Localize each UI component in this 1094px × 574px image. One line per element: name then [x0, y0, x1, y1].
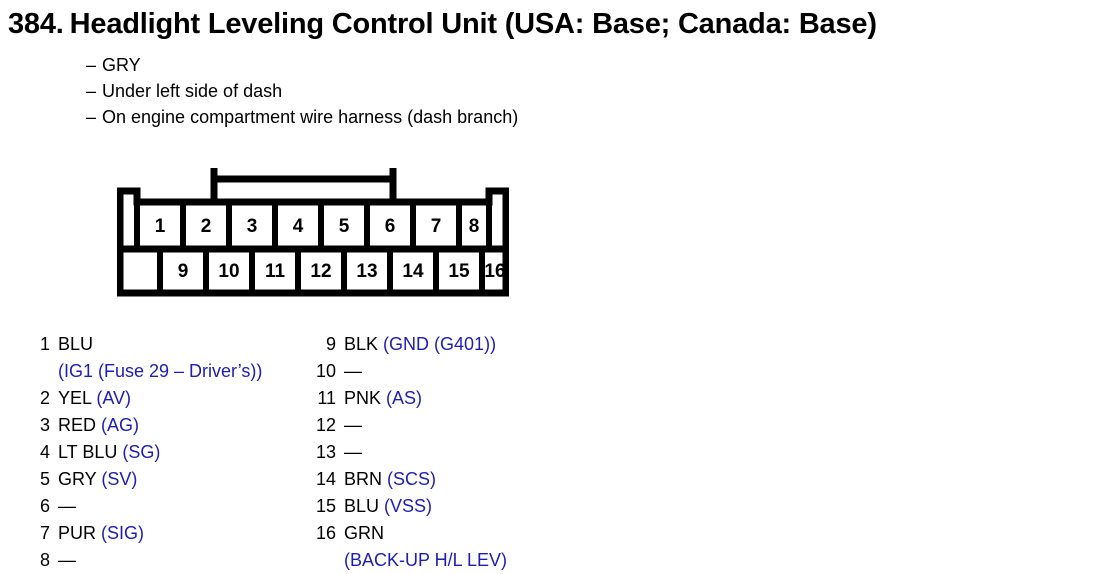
pin-label-15: 15 [448, 261, 470, 282]
wire-color: BRN [344, 469, 383, 489]
pin-entry: 1 BLU [26, 331, 262, 358]
pin-entry-continuation: (BACK-UP H/L LEV) [312, 547, 507, 574]
pin-label-14: 14 [402, 261, 424, 282]
pin-list-left: 1 BLU (IG1 (Fuse 29 – Driver’s)) 2 YEL (… [26, 331, 262, 574]
pin-number: 14 [315, 469, 336, 489]
pin-label-6: 6 [385, 216, 396, 237]
pin-label-4: 4 [293, 216, 304, 237]
wire-color: — [58, 550, 76, 570]
pin-entry: 9 BLK (GND (G401)) [312, 331, 507, 358]
pin-annotation: (SIG) [101, 523, 145, 543]
pin-label-2: 2 [201, 216, 212, 237]
note-text: Under left side of dash [102, 81, 283, 101]
pin-label-12: 12 [310, 261, 331, 282]
pin-entry-continuation: (IG1 (Fuse 29 – Driver’s)) [26, 358, 262, 385]
pin-list-right: 9 BLK (GND (G401)) 10 — 11 PNK (AS) 12 —… [312, 331, 507, 574]
wire-color: — [344, 415, 362, 435]
pin-entry: 2 YEL (AV) [26, 385, 262, 412]
pin-label-13: 13 [356, 261, 377, 282]
pin-annotation: (AS) [386, 388, 423, 408]
pin-label-11: 11 [265, 261, 286, 282]
wire-color: GRN [344, 523, 384, 543]
pin-annotation: (GND (G401)) [383, 334, 497, 354]
pin-number: 2 [39, 388, 50, 408]
pin-number: 9 [325, 334, 336, 354]
note-item: –Under left side of dash [86, 78, 518, 104]
pin-number: 5 [39, 469, 50, 489]
pin-label-9: 9 [178, 261, 189, 282]
note-item: –On engine compartment wire harness (das… [86, 104, 518, 130]
pin-label-1: 1 [155, 216, 166, 237]
wire-color: GRY [58, 469, 97, 489]
wire-color: LT BLU [58, 442, 118, 462]
pin-entry: 14 BRN (SCS) [312, 466, 507, 493]
pin-annotation: (BACK-UP H/L LEV) [344, 550, 508, 570]
note-dash: – [86, 81, 97, 101]
wire-color: RED [58, 415, 97, 435]
pin-entry: 3 RED (AG) [26, 412, 262, 439]
pin-entry: 6 — [26, 493, 262, 520]
pin-label-8: 8 [469, 216, 480, 237]
pin-number: 12 [315, 415, 336, 435]
pin-number: 15 [315, 496, 336, 516]
top-row-separators [134, 202, 492, 249]
connector-diagram: 1 2 3 4 5 6 7 8 9 10 11 12 13 14 15 16 [117, 165, 509, 297]
pin-annotation: (IG1 (Fuse 29 – Driver’s)) [58, 361, 263, 381]
pin-annotation: (SCS) [387, 469, 437, 489]
pin-number: 3 [39, 415, 50, 435]
connector-top-tab [210, 168, 397, 202]
pin-label-16: 16 [484, 261, 505, 282]
pin-entry: 4 LT BLU (SG) [26, 439, 262, 466]
note-item: –GRY [86, 52, 518, 78]
wire-color: — [344, 442, 362, 462]
page-title: 384.Headlight Leveling Control Unit (USA… [8, 8, 877, 41]
pin-annotation: (SG) [122, 442, 161, 462]
pin-entry: 7 PUR (SIG) [26, 520, 262, 547]
pin-number: 1 [39, 334, 50, 354]
pin-annotation: (VSS) [384, 496, 433, 516]
pin-label-10: 10 [218, 261, 239, 282]
pin-annotation: (SV) [101, 469, 138, 489]
pin-label-3: 3 [247, 216, 258, 237]
pin-number: 7 [39, 523, 50, 543]
pin-annotation: (AG) [101, 415, 140, 435]
pin-entry: 15 BLU (VSS) [312, 493, 507, 520]
notes-list: –GRY –Under left side of dash –On engine… [86, 52, 518, 130]
pin-entry: 16 GRN [312, 520, 507, 547]
pin-number: 6 [39, 496, 50, 516]
pin-entry: 5 GRY (SV) [26, 466, 262, 493]
wire-color: YEL [58, 388, 92, 408]
pin-entry: 12 — [312, 412, 507, 439]
wire-color: BLK [344, 334, 379, 354]
pin-label-7: 7 [431, 216, 442, 237]
wire-color: — [58, 496, 76, 516]
wire-color: BLU [344, 496, 380, 516]
wire-color: PUR [58, 523, 97, 543]
note-dash: – [86, 55, 97, 75]
pin-number: 13 [315, 442, 336, 462]
pin-entry: 10 — [312, 358, 507, 385]
note-dash: – [86, 107, 97, 127]
pin-label-5: 5 [339, 216, 350, 237]
pin-entry: 8 — [26, 547, 262, 574]
pin-number: 16 [315, 523, 336, 543]
pin-number: 11 [317, 388, 336, 408]
section-title-text: Headlight Leveling Control Unit (USA: Ba… [69, 8, 877, 40]
connector-svg: 1 2 3 4 5 6 7 8 9 10 11 12 13 14 15 16 [117, 168, 509, 297]
pin-number: 8 [39, 550, 50, 570]
pin-annotation: (AV) [96, 388, 132, 408]
pin-number: 10 [315, 361, 336, 381]
section-number: 384. [8, 8, 64, 40]
pin-number: 4 [39, 442, 50, 462]
pin-entry: 13 — [312, 439, 507, 466]
wire-color: PNK [344, 388, 382, 408]
wire-color: — [344, 361, 362, 381]
note-text: On engine compartment wire harness (dash… [102, 107, 519, 127]
bottom-row-separators [157, 249, 485, 293]
wire-color: BLU [58, 334, 94, 354]
note-text: GRY [102, 55, 141, 75]
pin-entry: 11 PNK (AS) [312, 385, 507, 412]
